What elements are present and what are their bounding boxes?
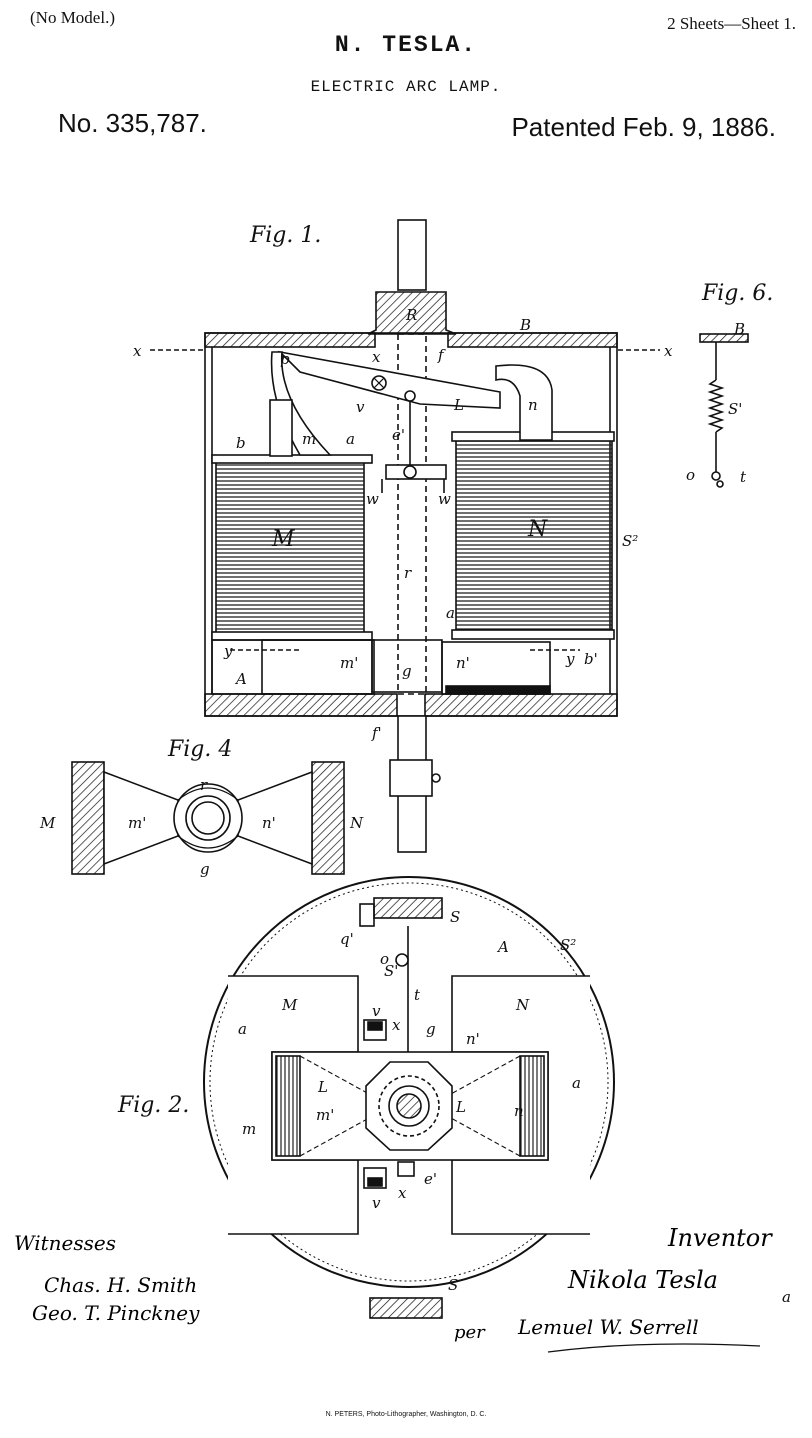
attorney-flourish bbox=[547, 1343, 761, 1353]
inventor-label: Inventor bbox=[667, 1224, 773, 1252]
fig1-label-v: v bbox=[356, 398, 365, 416]
fig6-label-b: B bbox=[733, 320, 745, 338]
fig1-label-n1: n' bbox=[456, 654, 470, 672]
fig1-caption: Fig. 1. bbox=[249, 223, 321, 248]
fig4-caption: Fig. 4 bbox=[167, 737, 232, 762]
fig6-label-t: t bbox=[740, 468, 747, 486]
fig2-label-x-top: x bbox=[392, 1016, 401, 1034]
fig2-label-l-right: L bbox=[455, 1098, 466, 1116]
fig4-label-m: M bbox=[39, 814, 56, 832]
fig2-label-s-bottom: S bbox=[448, 1276, 458, 1294]
fig1-label-b-prime: b' bbox=[584, 650, 598, 668]
fig1-label-p: p bbox=[280, 350, 290, 368]
fig4-label-r: r bbox=[200, 776, 208, 794]
fig4-label-g: g bbox=[200, 860, 210, 878]
lithographer-credit: N. PETERS, Photo-Lithographer, Washingto… bbox=[325, 1411, 487, 1418]
fig1-lever bbox=[277, 350, 501, 409]
fig1-coil-m bbox=[215, 461, 365, 635]
fig2-label-s2: S² bbox=[560, 936, 576, 954]
fig4-label-m1: m' bbox=[128, 814, 146, 832]
witnesses-label: Witnesses bbox=[14, 1231, 116, 1255]
inventor-name-heading: N. TESLA. bbox=[334, 32, 478, 58]
fig1-label-r-tube: r bbox=[404, 564, 412, 582]
fig1-label-e1: e' bbox=[392, 426, 405, 444]
fig1-label-r: R bbox=[405, 306, 417, 324]
patent-number: No. 335,787. bbox=[58, 108, 207, 138]
fig1-label-m1: m' bbox=[340, 654, 358, 672]
fig2-label-n1: n' bbox=[466, 1030, 480, 1048]
fig2-label-e1: e' bbox=[424, 1170, 437, 1188]
fig4-drawing bbox=[71, 761, 345, 875]
fig1-label-f1: f' bbox=[371, 724, 382, 742]
fig2-label-a-left: a bbox=[238, 1020, 247, 1038]
fig1-label-y-right: y bbox=[565, 650, 575, 668]
corner-mark: a bbox=[782, 1288, 791, 1306]
fig1-label-g: g bbox=[402, 662, 412, 680]
attorney-signature: Lemuel W. Serrell bbox=[517, 1315, 699, 1339]
fig1-top-rod bbox=[397, 219, 427, 291]
fig1-coil-n bbox=[455, 439, 613, 633]
fig1-label-s2: S² bbox=[622, 532, 638, 550]
inventor-signature: Nikola Tesla bbox=[567, 1266, 718, 1294]
fig6-drawing bbox=[699, 333, 749, 488]
fig6-label-o: o bbox=[686, 466, 695, 484]
witness-signature-1: Chas. H. Smith bbox=[44, 1273, 197, 1297]
sheet-count: 2 Sheets—Sheet 1. bbox=[667, 14, 796, 33]
fig1-label-x-right: x bbox=[664, 342, 673, 360]
fig1-drawing bbox=[150, 219, 660, 853]
fig2-label-t: t bbox=[414, 986, 421, 1004]
attorney-prefix: per bbox=[454, 1322, 486, 1343]
fig2-caption: Fig. 2. bbox=[117, 1093, 189, 1118]
fig6-label-s1: S' bbox=[728, 400, 742, 418]
fig2-label-v-bottom: v bbox=[372, 1194, 381, 1212]
fig2-label-v-top: v bbox=[372, 1002, 381, 1020]
fig1-label-b-small: b bbox=[236, 434, 246, 452]
fig2-label-q: q' bbox=[340, 930, 354, 948]
fig1-label-a-bottom: a bbox=[446, 604, 455, 622]
fig2-drawing bbox=[203, 876, 615, 1319]
fig1-label-b: B bbox=[519, 316, 531, 334]
fig4-label-n: N bbox=[349, 814, 364, 832]
fig1-label-a-base: A bbox=[234, 670, 247, 688]
fig2-label-s1: S' bbox=[384, 962, 398, 980]
fig2-label-m1: m' bbox=[316, 1106, 334, 1124]
witness-signature-2: Geo. T. Pinckney bbox=[32, 1301, 200, 1325]
fig2-label-o: o bbox=[380, 950, 389, 968]
fig2-label-n: n bbox=[514, 1102, 524, 1120]
fig1-label-m: m bbox=[302, 430, 316, 448]
fig2-label-a-right: a bbox=[572, 1074, 581, 1092]
fig1-label-y-left: y bbox=[223, 642, 233, 660]
fig1-label-w-right: w bbox=[438, 490, 451, 508]
fig2-label-n-pole: N bbox=[515, 996, 530, 1014]
fig2-label-m: m bbox=[242, 1120, 256, 1138]
fig1-label-w-left: w bbox=[366, 490, 379, 508]
fig1-label-a-top: a bbox=[346, 430, 355, 448]
fig4-label-n1: n' bbox=[262, 814, 276, 832]
fig2-label-g: g bbox=[426, 1020, 436, 1038]
fig2-label-x-bottom: x bbox=[398, 1184, 407, 1202]
fig1-label-m-coil: M bbox=[271, 527, 295, 552]
patent-date: Patented Feb. 9, 1886. bbox=[511, 112, 776, 142]
fig1-label-l: L bbox=[453, 396, 464, 414]
fig1-label-n-coil: N bbox=[527, 517, 548, 542]
fig6-caption: Fig. 6. bbox=[701, 281, 773, 306]
fig1-label-n: n bbox=[528, 396, 538, 414]
fig1-label-x-left: x bbox=[133, 342, 142, 360]
model-note: (No Model.) bbox=[30, 8, 115, 27]
fig2-label-a: A bbox=[496, 938, 509, 956]
fig1-label-x-lever: x bbox=[372, 348, 381, 366]
fig1-label-f: f bbox=[437, 346, 446, 364]
fig2-label-l-left: L bbox=[317, 1078, 328, 1096]
patent-title: ELECTRIC ARC LAMP. bbox=[310, 78, 502, 96]
fig2-label-s-top: S bbox=[450, 908, 460, 926]
fig2-label-m-pole: M bbox=[281, 996, 298, 1014]
